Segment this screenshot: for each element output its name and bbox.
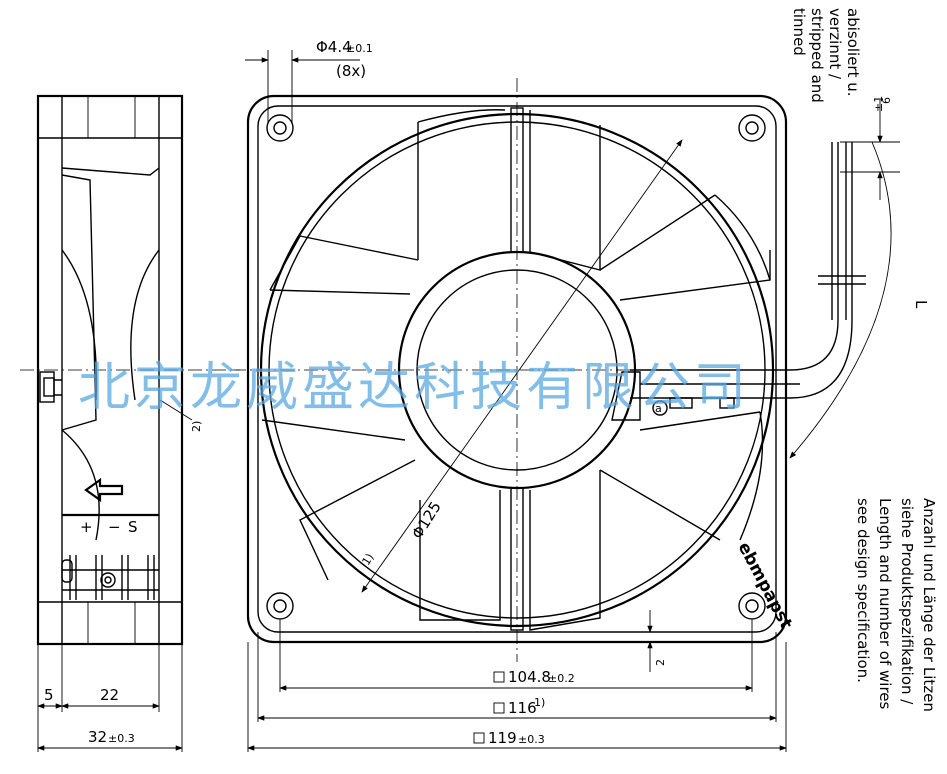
dim-venturi-note: 1) (360, 551, 377, 567)
dim-depth-tol: ±0.3 (108, 732, 135, 745)
dim-offset: 2 (654, 659, 667, 666)
dim-inner-note: 1) (534, 696, 545, 709)
airflow-arrow-icon (84, 477, 124, 503)
side-dimensions: 5 22 32 ±0.3 (37, 644, 183, 752)
dim-strip-tol: ±1 (872, 96, 885, 112)
note-finish-1: abisoliert u. (844, 8, 862, 97)
watermark: 北京龙威盛达科技有限公司 (78, 358, 750, 418)
dim-bolt: 104.8 (508, 668, 551, 686)
terminal-s: S (128, 518, 138, 536)
terminal-plus: + (80, 518, 93, 536)
front-view: a Φ125 1) ebmpapst (232, 78, 853, 662)
dim-venturi: Φ125 (408, 498, 445, 542)
wire-finish-note: abisoliert u. verzinnt / stripped and ti… (790, 8, 862, 103)
dim-inner: 116 (508, 699, 537, 717)
dim-hole: Φ4.4 (316, 38, 352, 56)
dim-side-b: 22 (100, 686, 119, 704)
dim-hole-count: (8x) (336, 62, 366, 80)
side-note: 2) (190, 421, 203, 432)
side-view: + − S 2) (20, 94, 240, 646)
note-finish-4: tinned (790, 8, 808, 56)
note-spec-1: Anzahl und Länge der Litzen (920, 498, 938, 712)
dim-hole-tol: ±0.1 (346, 42, 373, 55)
note-finish-2: verzinnt / (826, 8, 844, 80)
wires: 6 ±1 L (789, 96, 930, 459)
ground-terminal-icon (100, 572, 116, 588)
wire-spec-note: Anzahl und Länge der Litzen siehe Produk… (854, 498, 938, 712)
note-spec-2: siehe Produktspezifikation / (898, 498, 916, 705)
front-dimensions: Φ4.4 ±0.1 (8x) 104.8 ±0.2 116 1) 119 ±0.… (245, 38, 787, 752)
dim-wire-length: L (912, 300, 930, 309)
note-spec-4: see design specification. (854, 498, 872, 683)
terminal-minus: − (108, 518, 121, 536)
mounting-holes (266, 114, 766, 620)
dim-side-a: 5 (44, 686, 54, 704)
note-finish-3: stripped and (808, 8, 826, 103)
dim-bolt-tol: ±0.2 (548, 672, 575, 685)
dim-depth: 32 (88, 728, 107, 746)
dim-overall: 119 (488, 729, 517, 747)
dim-overall-tol: ±0.3 (518, 733, 545, 746)
dim-strip: 6 (880, 97, 893, 104)
note-spec-3: Length and number of wires (876, 498, 894, 710)
